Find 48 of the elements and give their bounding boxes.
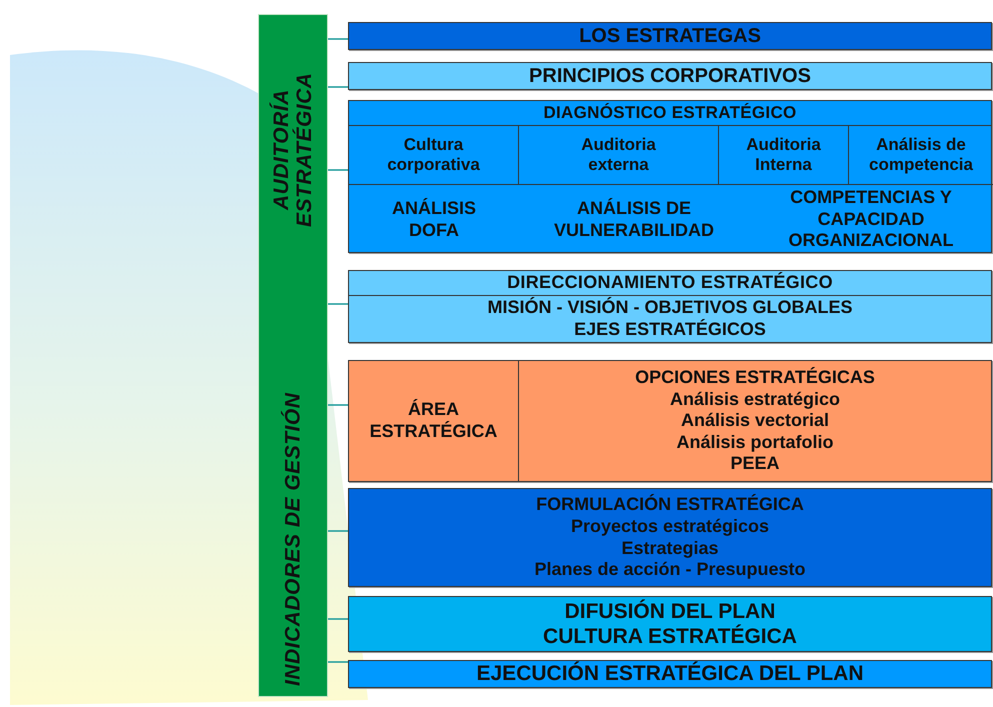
section-box [348,660,992,688]
section-text: Análisis portafolio [676,432,834,454]
section-heading: DIAGNÓSTICO ESTRATÉGICO [349,101,991,126]
section-text: Análisis de competencia [868,134,974,176]
section-heading: FORMULACIÓN ESTRATÉGICA [536,494,804,516]
connector-line [328,404,348,406]
table-cell [719,126,849,185]
section-box [348,270,992,343]
section-heading: DIFUSIÓN DEL PLAN [564,598,776,624]
section-text: ANÁLISIS DOFA [390,198,477,242]
section-text: Auditoria Interna [745,134,822,176]
section-text: COMPETENCIAS Y CAPACIDAD ORGANIZACIONAL [788,187,954,252]
section-text: LOS ESTRATEGAS [579,24,761,48]
section-box [348,488,992,587]
section-text: PRINCIPIOS CORPORATIVOS [529,64,811,88]
connector-line [328,618,348,620]
section-text: Análisis vectorial [680,410,830,432]
vertical-label: AUDITORÍA ESTRATÉGICA [270,72,316,230]
connector-line [328,661,348,663]
section-heading: OPCIONES ESTRATÉGICAS [635,367,875,389]
section-text: Auditoria externa [580,134,657,176]
connector-line [328,169,348,171]
section-box [348,360,992,482]
section-text: Análisis estratégico [670,388,840,410]
section-text: Planes de acción - Presupuesto [534,559,806,581]
section-text: Cultura corporativa [386,134,481,176]
section-box [348,22,992,50]
vertical-band [258,14,328,697]
section-text: EJES ESTRATÉGICOS [574,319,766,341]
table-cell [349,126,519,185]
section-text: MISIÓN - VISIÓN - OBJETIVOS GLOBALES [487,297,853,319]
connector-line [328,86,348,88]
section-box [348,596,992,652]
section-text: Proyectos estratégicos [570,516,770,538]
connector-line [328,303,348,305]
connector-line [328,530,348,532]
section-text: ANÁLISIS DE VULNERABILIDAD [553,198,715,242]
section-text: PEEA [730,453,780,475]
section-heading: DIRECCIONAMIENTO ESTRATÉGICO [349,271,991,296]
section-box [348,100,992,253]
connector-line [328,38,348,40]
section-text: Estrategias [621,538,719,560]
section-box [348,62,992,90]
vertical-label: INDICADORES DE GESTIÓN [281,392,305,688]
section-text: EJECUCIÓN ESTRATÉGICA DEL PLAN [476,661,864,687]
table-cell [519,126,719,185]
section-text: ÁREA ESTRATÉGICA [368,399,498,443]
section-text: CULTURA ESTRATÉGICA [543,624,797,650]
